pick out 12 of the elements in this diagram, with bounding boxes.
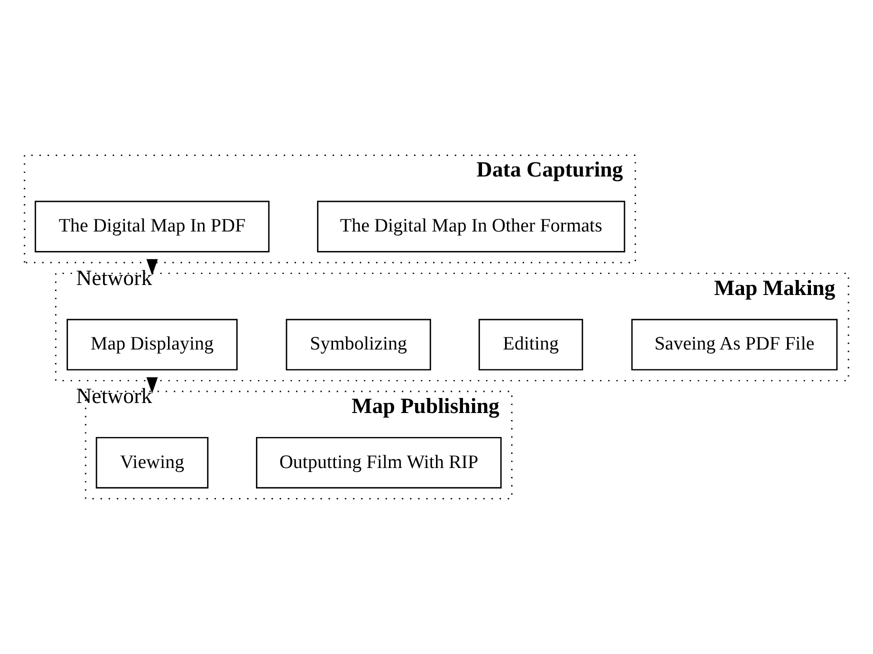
node-box: Editing xyxy=(478,318,584,370)
node-box: Map Displaying xyxy=(66,318,238,370)
edge-label: Network xyxy=(76,384,152,408)
node-box: The Digital Map In PDF xyxy=(34,200,270,252)
node-box: Viewing xyxy=(96,436,208,489)
arrow xyxy=(146,259,158,276)
node-box: The Digital Map In Other Formats xyxy=(317,200,626,252)
arrow xyxy=(146,377,158,394)
edge-label: Network xyxy=(76,266,152,290)
node-box: Outputting Film With RIP xyxy=(256,436,502,489)
node-box: Symbolizing xyxy=(286,318,432,370)
node-box: Saveing As PDF File xyxy=(631,318,838,370)
